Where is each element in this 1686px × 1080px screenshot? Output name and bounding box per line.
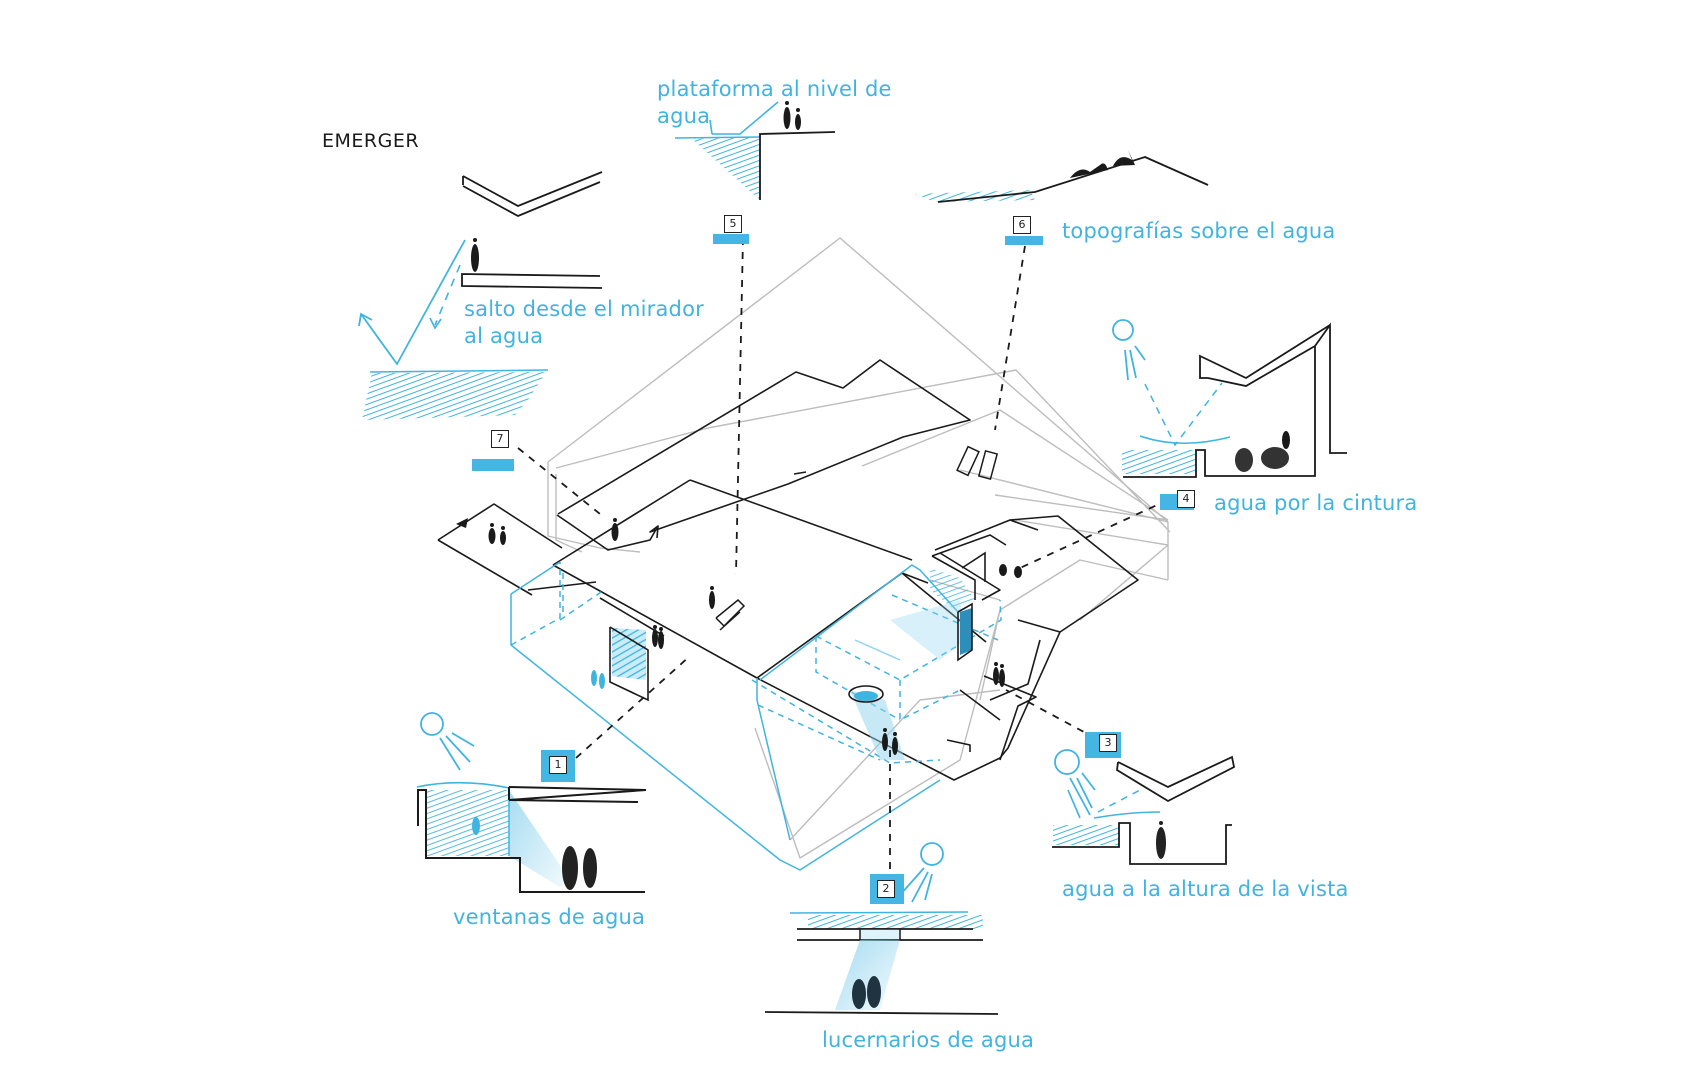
context-envelope [547,237,1171,859]
badge-5: 5 [724,215,742,233]
badge-6-water [1005,236,1043,245]
diagram-title: EMERGER [322,130,420,152]
vignette-5-platform [674,101,836,200]
water-window-frames [609,602,973,703]
label-jump-line1: salto desde el mirador [464,297,704,321]
label-jump-line2: al agua [464,324,544,348]
vignette-6-topography [915,150,1209,203]
label-waist: agua por la cintura [1214,491,1418,515]
badge-6: 6 [1013,216,1031,234]
label-water-windows: ventanas de agua [453,905,646,929]
pavilion-volume [931,534,1007,600]
main-roof-plane [437,479,1139,781]
badge-1: 1 [549,756,567,774]
label-water-skylights: lucernarios de agua [822,1028,1035,1052]
lounger-figures [715,445,999,631]
flag-marker [456,518,468,528]
vignette-4-waist [1112,319,1347,478]
water-volume [510,561,1002,871]
vignette-2-skylights [764,842,999,1015]
vignette-3-eyelevel [1052,749,1236,865]
badge-4: 4 [1177,490,1195,508]
label-platform-line2: agua [657,104,711,128]
roof-slab [556,359,971,551]
badge-7-water [472,459,514,471]
vignette-1-windows [416,712,647,893]
sun-icon-2 [899,842,944,903]
sun-icon-1 [420,712,475,771]
building-axonometric [437,237,1171,871]
skylight-opening [854,691,878,701]
water-hatching [612,568,975,760]
people-figures [488,518,1022,755]
vignette-7-jump [358,171,603,420]
badge-2: 2 [877,880,895,898]
sun-icon-4 [1112,319,1146,381]
badge-5-water [713,234,749,244]
badge-3: 3 [1099,734,1117,752]
badge-7: 7 [491,430,509,448]
label-platform-line1: plataforma al nivel de [657,77,892,101]
sun-icon-3 [1054,749,1096,816]
people-figures-blue [591,670,605,689]
label-eye-level: agua a la altura de la vista [1062,877,1349,901]
label-topography: topografías sobre el agua [1062,219,1336,243]
